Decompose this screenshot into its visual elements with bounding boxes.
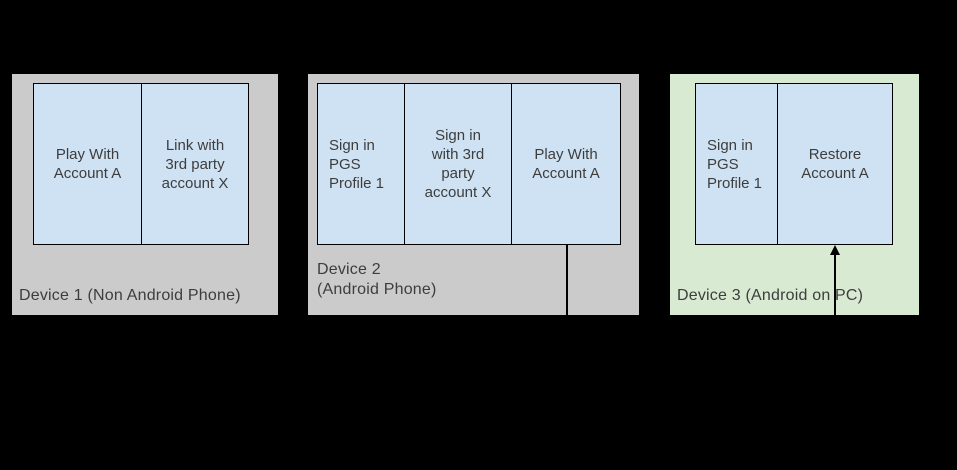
connector-arrow-into-restore-account-a	[834, 254, 836, 315]
connector-line-from-play-with-account-a	[566, 245, 568, 315]
device-3-label: Device 3 (Android on PC)	[677, 287, 864, 304]
step-restore-account-a: Restore Account A	[777, 83, 893, 245]
step-link-with-3rd-party-account-x: Link with 3rd party account X	[141, 83, 249, 245]
step-sign-in-pgs-profile-1-device3: Sign in PGS Profile 1	[695, 83, 778, 245]
step-sign-in-with-3rd-party-account-x: Sign in with 3rd party account X	[404, 83, 512, 245]
arrowhead-up-icon	[830, 245, 840, 255]
device-3-box: Sign in PGS Profile 1 Restore Account A …	[670, 74, 919, 315]
device-1-label: Device 1 (Non Android Phone)	[19, 287, 241, 304]
device-2-box: Sign in PGS Profile 1 Sign in with 3rd p…	[308, 74, 639, 315]
device-1-box: Play With Account A Link with 3rd party …	[12, 74, 278, 315]
step-play-with-account-a-device2: Play With Account A	[511, 83, 621, 245]
device-2-label: Device 2 (Android Phone)	[317, 261, 437, 298]
step-sign-in-pgs-profile-1-device2: Sign in PGS Profile 1	[317, 83, 405, 245]
step-play-with-account-a-device1: Play With Account A	[33, 83, 142, 245]
